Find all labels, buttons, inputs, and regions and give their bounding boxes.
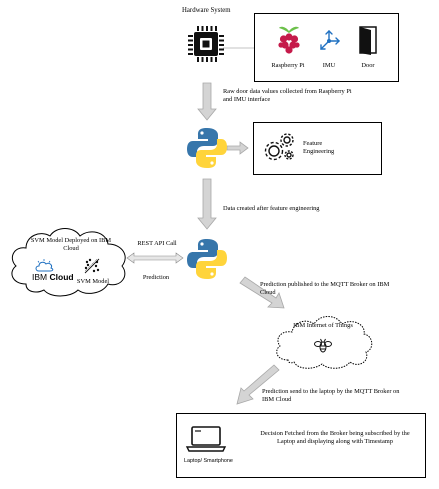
chip-icon bbox=[188, 26, 224, 62]
hardware-box bbox=[254, 13, 399, 82]
ibm-cloud-icon bbox=[35, 259, 54, 272]
arrow-python-to-iot bbox=[239, 276, 285, 309]
sent-to-laptop-caption: Prediction send to the laptop by the MQT… bbox=[262, 388, 400, 403]
arrow-iot-to-laptop bbox=[236, 364, 280, 405]
python-logo-icon-2 bbox=[187, 239, 227, 279]
feature-engineering-box bbox=[253, 122, 382, 175]
laptop-label: Laptop/ Smartphone bbox=[184, 458, 233, 464]
prediction-caption: Prediction bbox=[142, 274, 170, 281]
iot-title: IBM Internet of Things bbox=[293, 322, 353, 329]
ibm-wordmark-suffix: Cloud bbox=[49, 272, 74, 282]
raw-data-caption: Raw door data values collected from Rasp… bbox=[223, 88, 352, 103]
arrow-rest-api-bidirectional bbox=[126, 252, 184, 264]
rest-api-caption: REST API Call bbox=[137, 240, 177, 247]
raspberry-pi-label: Raspberry Pi bbox=[271, 62, 305, 69]
cloud-shape bbox=[11, 228, 126, 297]
door-label: Door bbox=[361, 62, 375, 69]
hardware-title: Hardware System bbox=[182, 7, 231, 14]
arrow-python-to-feature bbox=[226, 141, 249, 155]
svm-model-label: SVM Model bbox=[76, 278, 110, 285]
imu-icon bbox=[320, 30, 340, 50]
data-created-caption: Data created after feature engineering bbox=[223, 205, 320, 212]
cloud-model-title: SVM Model Deployed on IBM Cloud bbox=[30, 237, 112, 252]
arrow-python-to-python bbox=[197, 178, 217, 230]
feature-engineering-label: Feature Engineering bbox=[303, 140, 335, 155]
raspberry-pi-icon bbox=[278, 26, 300, 54]
python-logo-icon bbox=[187, 128, 227, 168]
gears-icon bbox=[264, 133, 294, 161]
svm-model-icon bbox=[84, 258, 100, 274]
published-caption: Prediction published to the MQTT Broker … bbox=[260, 281, 390, 296]
iot-bee-icon bbox=[314, 338, 332, 353]
arrow-hardware-to-python bbox=[197, 82, 217, 121]
ibm-wordmark-prefix: IBM bbox=[32, 272, 48, 282]
imu-label: IMU bbox=[322, 62, 336, 69]
door-icon bbox=[359, 26, 377, 55]
laptop-icon bbox=[185, 426, 227, 452]
laptop-description: Decision Fetched from the Broker being s… bbox=[260, 430, 410, 445]
ibm-cloud-wordmark: IBM Cloud bbox=[32, 272, 74, 282]
